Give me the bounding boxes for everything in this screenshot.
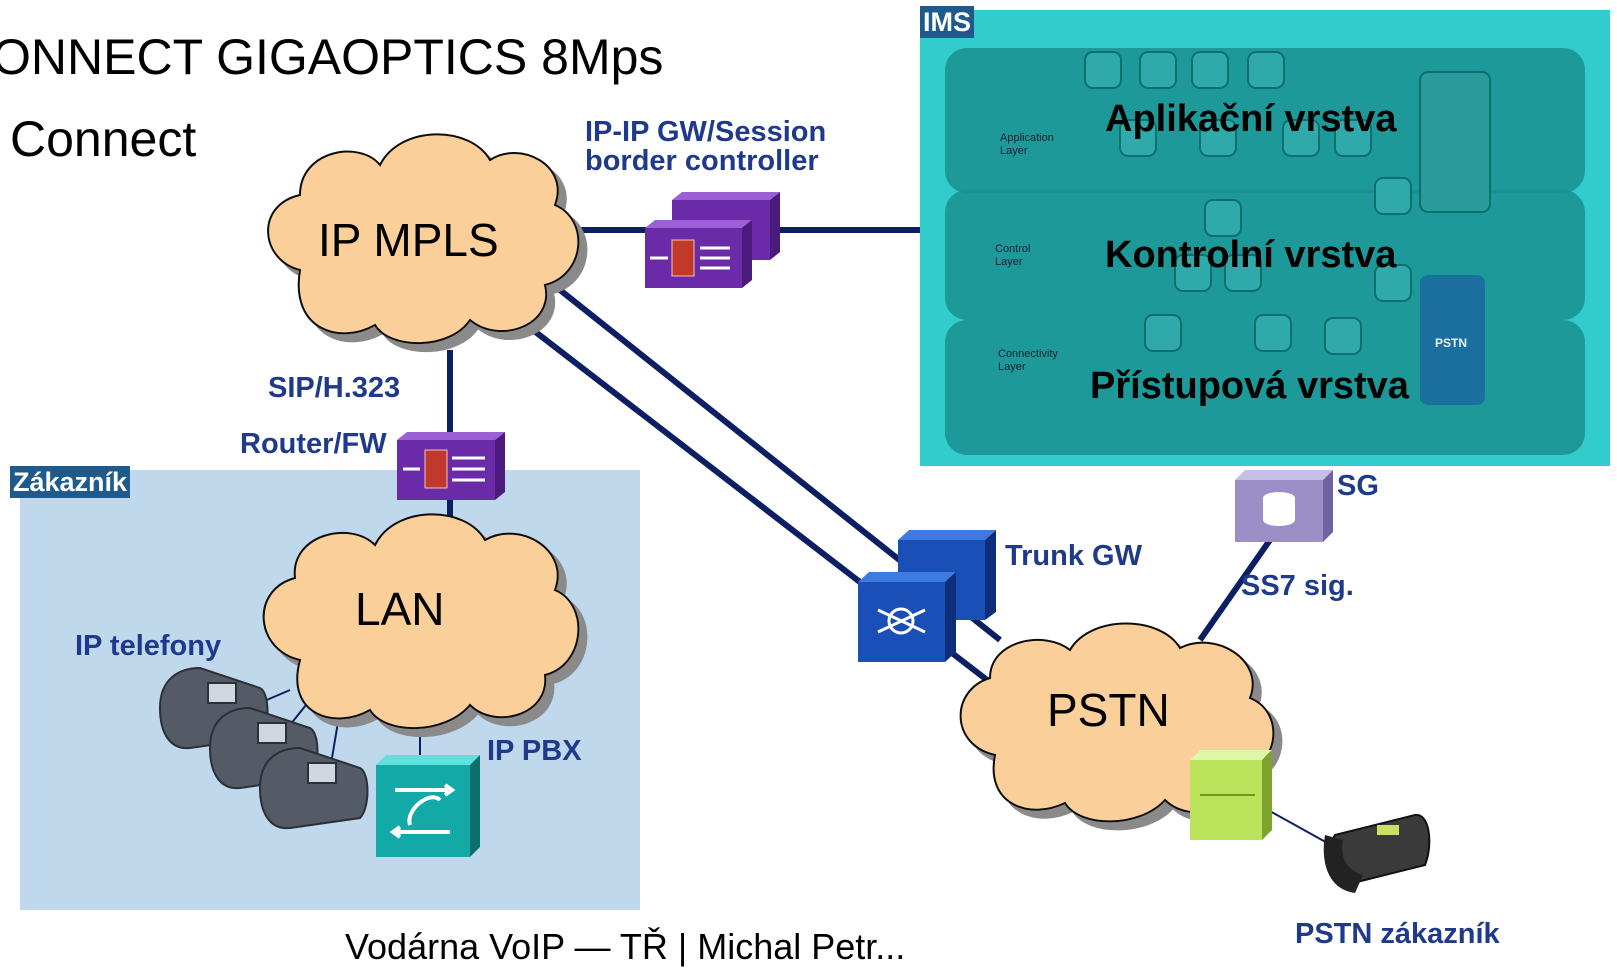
signaling-gateway-device [1235,470,1333,542]
ims-layer-application-title: Aplikační vrstva [1105,98,1397,140]
router-fw-label: Router/FW [240,428,387,460]
diagram-canvas [20,10,1610,910]
ims-layer-application-small: Application Layer [1000,132,1054,157]
header-title: ONNECT GIGAOPTICS 8Mps [0,29,664,85]
sg-label: SG [1337,470,1379,502]
ip-pbx-label: IP PBX [487,735,582,767]
sip-h323-label: SIP/H.323 [268,372,401,404]
router-firewall-device [397,432,505,500]
footer-text: Vodárna VoIP — TŘ | Michal Petr... [345,926,906,967]
pstn-customer-label: PSTN zákazník [1295,918,1500,950]
ims-nodes [1084,51,1412,355]
ip-pbx-device [376,755,480,857]
ip-phone-icons [158,666,369,830]
ims-layer-control-small: Control Layer [995,243,1031,268]
trunk-gateway-device [858,530,996,662]
customer-zone-label: Zákazník [10,466,131,498]
pstn-phone-icon [1323,814,1431,893]
ims-layer-connectivity-small: Connectivity Layer [998,348,1058,373]
header-subtitle: Connect [10,111,197,167]
lan-label: LAN [355,583,445,635]
ss7-label: SS7 sig. [1241,570,1354,602]
lan-cloud [262,513,580,730]
ip-mpls-label: IP MPLS [318,214,499,266]
session-border-controller-device [645,192,780,288]
pstn-exchange-device [1190,750,1272,840]
ims-layer-control-title: Kontrolní vrstva [1105,234,1397,276]
ims-layer-access-title: Přístupová vrstva [1090,365,1409,407]
pstn-label: PSTN [1047,684,1170,736]
ims-pstn-block-label: PSTN [1435,336,1468,350]
ims-zone-label: IMS [920,6,975,38]
ip-mpls-cloud [267,133,580,345]
session-controller-label: IP-IP GW/Session border controller [585,116,827,177]
trunk-gw-label: Trunk GW [1005,540,1142,572]
ip-phones-label: IP telefony [75,630,222,662]
